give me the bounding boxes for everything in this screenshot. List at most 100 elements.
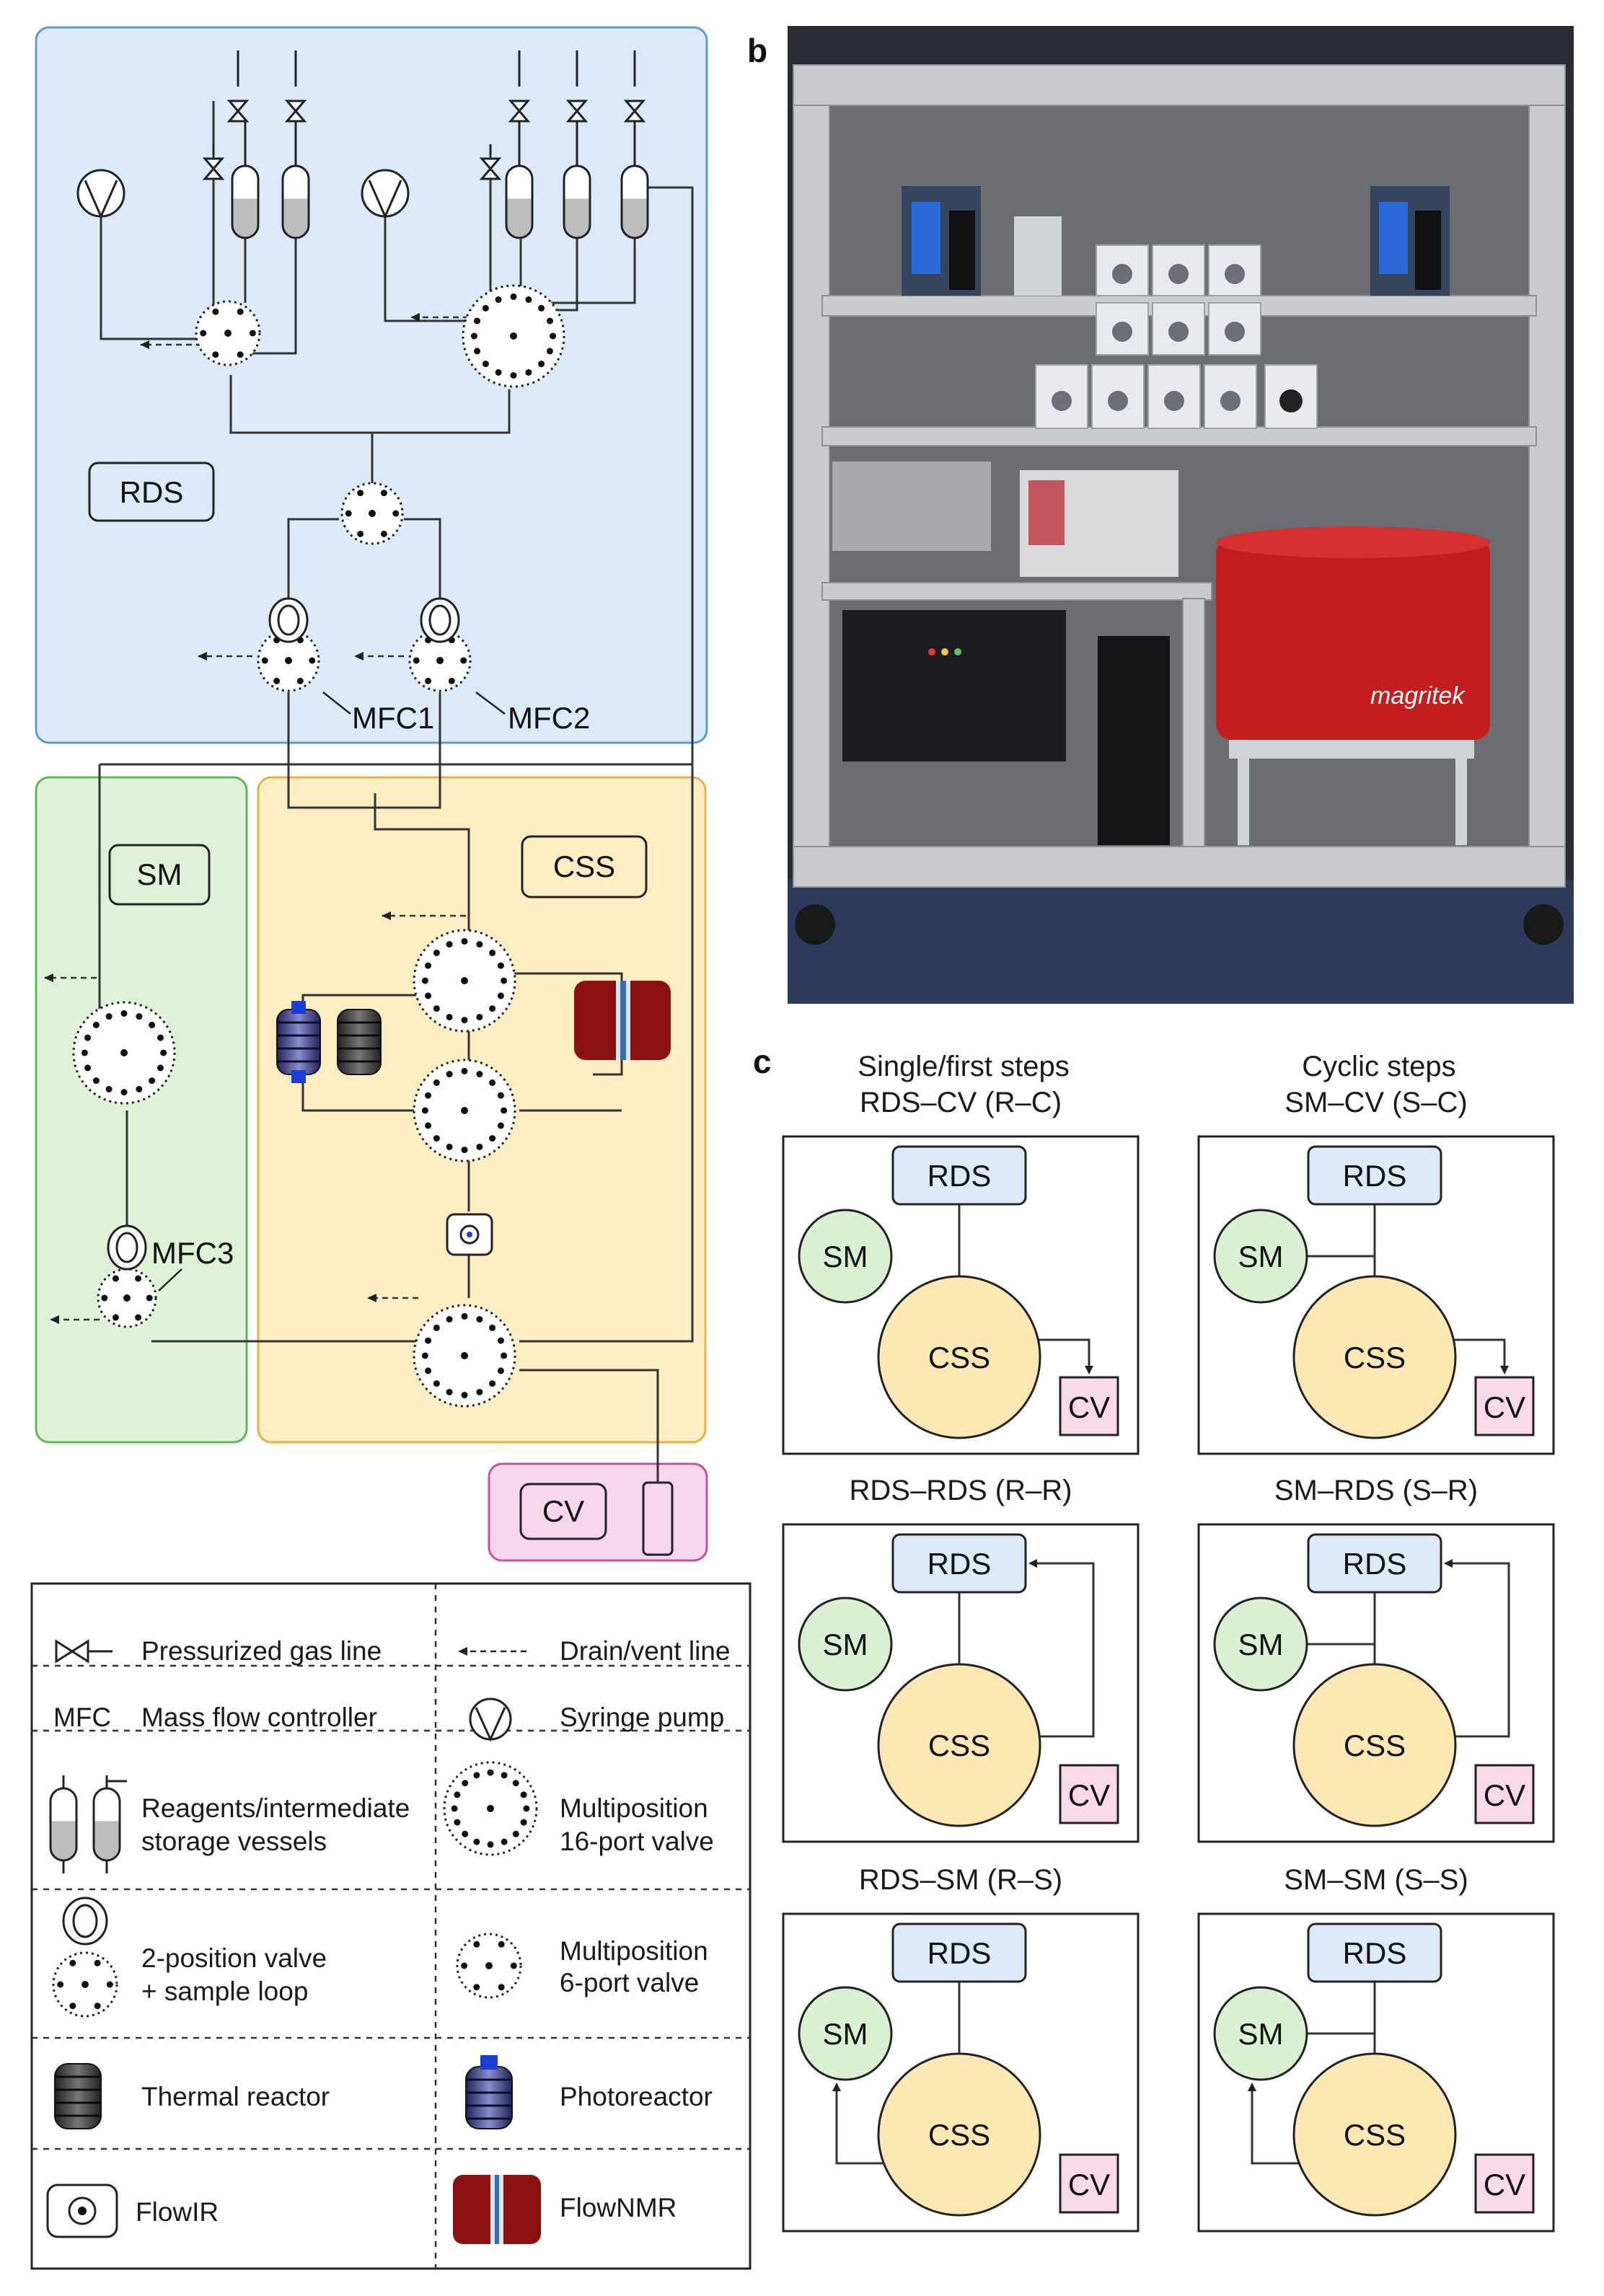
mfc-loops bbox=[107, 597, 460, 1271]
legend-6port-icon bbox=[456, 1933, 522, 1999]
legend-flownmr-text: FlowNMR bbox=[560, 2193, 677, 2222]
mode-rr: RDS–RDS (R–R) RDS SM CSS CV bbox=[782, 1475, 1140, 1843]
legend-mfc-abbr: MFC bbox=[53, 1703, 111, 1732]
node-rds-label: RDS bbox=[927, 1547, 992, 1581]
node-sm: SM bbox=[1213, 1597, 1308, 1692]
node-css: CSS bbox=[1292, 1275, 1457, 1439]
panel-c-label: c bbox=[753, 1043, 772, 1080]
valve-6port-rds-center bbox=[340, 482, 404, 545]
legend-flowir-text: FlowIR bbox=[136, 2197, 219, 2227]
legend-photoreactor-text: Photoreactor bbox=[560, 2082, 713, 2111]
node-rds-label: RDS bbox=[1343, 1547, 1407, 1581]
upper-box bbox=[1014, 216, 1062, 296]
node-css-label: CSS bbox=[1344, 1341, 1406, 1374]
node-sm-label: SM bbox=[1238, 1240, 1284, 1273]
node-cv: CV bbox=[1059, 2153, 1119, 2214]
legend-flownmr-icon bbox=[453, 2175, 541, 2244]
mfc2-label: MFC2 bbox=[508, 701, 590, 735]
node-cv-label: CV bbox=[1068, 1778, 1110, 1812]
valve-16port-rds-right bbox=[462, 284, 565, 388]
legend-gas-line-text: Pressurized gas line bbox=[141, 1636, 382, 1666]
node-css-label: CSS bbox=[928, 1728, 990, 1762]
node-rds: RDS bbox=[891, 1145, 1027, 1206]
legend-syringe-text: Syringe pump bbox=[560, 1703, 724, 1732]
mode-connections bbox=[1248, 1982, 1376, 2165]
node-sm-label: SM bbox=[1238, 1628, 1284, 1661]
legend-flowir-icon bbox=[46, 2184, 118, 2238]
node-cv: CV bbox=[1474, 1764, 1535, 1824]
node-rds-label: RDS bbox=[927, 1159, 992, 1193]
node-css: CSS bbox=[1292, 2052, 1457, 2217]
casters bbox=[795, 904, 1564, 945]
thermal-reactor-icon bbox=[337, 1009, 382, 1075]
legend-16port-icon bbox=[443, 1761, 538, 1856]
syringe-pump-left bbox=[76, 169, 125, 219]
valve-modules bbox=[1035, 244, 1318, 429]
node-sm: SM bbox=[798, 1597, 893, 1692]
node-rds-label: RDS bbox=[1343, 1936, 1407, 1970]
mode-connections bbox=[958, 1204, 1093, 1374]
storage-vessels bbox=[231, 121, 649, 239]
valve-knobs bbox=[1052, 264, 1303, 412]
node-cv: CV bbox=[1474, 1376, 1535, 1436]
valve-2position-mfc3 bbox=[97, 1268, 157, 1328]
legend-vessel-icon bbox=[49, 1775, 127, 1873]
node-css-label: CSS bbox=[928, 1341, 990, 1374]
node-css: CSS bbox=[877, 2052, 1041, 2217]
mode-title: RDS–CV (R–C) bbox=[860, 1087, 1062, 1118]
node-css: CSS bbox=[877, 1275, 1041, 1439]
node-sm: SM bbox=[1213, 1209, 1308, 1304]
rds-label-box: RDS bbox=[88, 462, 215, 522]
node-sm: SM bbox=[798, 1986, 893, 2081]
legend-thermal-text: Thermal reactor bbox=[141, 2082, 330, 2111]
node-cv: CV bbox=[1474, 2153, 1535, 2214]
legend-drain-text: Drain/vent line bbox=[560, 1636, 731, 1666]
sm-label-box: SM bbox=[108, 844, 211, 906]
legend-2position-text-1: 2-position valve bbox=[141, 1943, 327, 1973]
sm-zone bbox=[35, 776, 248, 1444]
legend-16port-text-1: Multiposition bbox=[560, 1793, 708, 1823]
valve-2position-mfc1 bbox=[257, 629, 320, 692]
node-cv-label: CV bbox=[1484, 1778, 1525, 1812]
node-cv-label: CV bbox=[1068, 1390, 1110, 1424]
legend: Pressurized gas line Drain/vent line MFC… bbox=[30, 1582, 752, 2270]
node-css: CSS bbox=[877, 1663, 1041, 1827]
mode-connections bbox=[1307, 1559, 1510, 1738]
mode-title: SM–RDS (S–R) bbox=[1274, 1475, 1478, 1506]
legend-gas-line-icon bbox=[55, 1639, 113, 1664]
gas-valves bbox=[202, 50, 646, 180]
header-cyclic: Cyclic steps bbox=[1302, 1051, 1455, 1082]
legend-vessel-text-1: Reagents/intermediate bbox=[141, 1793, 410, 1823]
lower-equipment bbox=[832, 462, 1178, 845]
css-label: CSS bbox=[553, 849, 615, 883]
mode-connections bbox=[1307, 1204, 1509, 1374]
node-sm-label: SM bbox=[823, 1628, 868, 1661]
legend-2position-text-2: + sample loop bbox=[141, 1977, 308, 2006]
valve-16port-sm bbox=[72, 1001, 176, 1105]
node-sm-label: SM bbox=[1238, 2017, 1284, 2051]
node-sm: SM bbox=[798, 1209, 893, 1304]
mode-title: SM–SM (S–S) bbox=[1284, 1864, 1468, 1896]
node-css-label: CSS bbox=[1344, 2118, 1406, 2152]
legend-16port-valve bbox=[443, 1761, 538, 1856]
legend-mfc-text: Mass flow controller bbox=[141, 1703, 377, 1732]
mode-title: RDS–SM (R–S) bbox=[859, 1864, 1062, 1896]
legend-16port-text-2: 16-port valve bbox=[560, 1827, 714, 1856]
legend-6port-valve bbox=[456, 1933, 522, 1999]
legend-thermal-icon bbox=[54, 2063, 102, 2129]
syringe-pumps-photo bbox=[902, 186, 1450, 296]
cv-label: CV bbox=[542, 1494, 584, 1528]
mode-rc: RDS–CV (R–C) RDS SM CSS CV bbox=[782, 1087, 1140, 1455]
rds-label: RDS bbox=[120, 475, 184, 509]
flowir-icon bbox=[446, 1213, 493, 1256]
node-rds: RDS bbox=[891, 1533, 1027, 1594]
legend-6port-text-2: 6-port valve bbox=[560, 1968, 699, 1997]
node-cv-label: CV bbox=[1068, 2168, 1110, 2202]
mfc3-label: MFC3 bbox=[151, 1236, 234, 1270]
legend-2position-valve bbox=[52, 1951, 118, 2018]
mode-title: RDS–RDS (R–R) bbox=[850, 1475, 1072, 1506]
node-cv: CV bbox=[1059, 1764, 1119, 1824]
